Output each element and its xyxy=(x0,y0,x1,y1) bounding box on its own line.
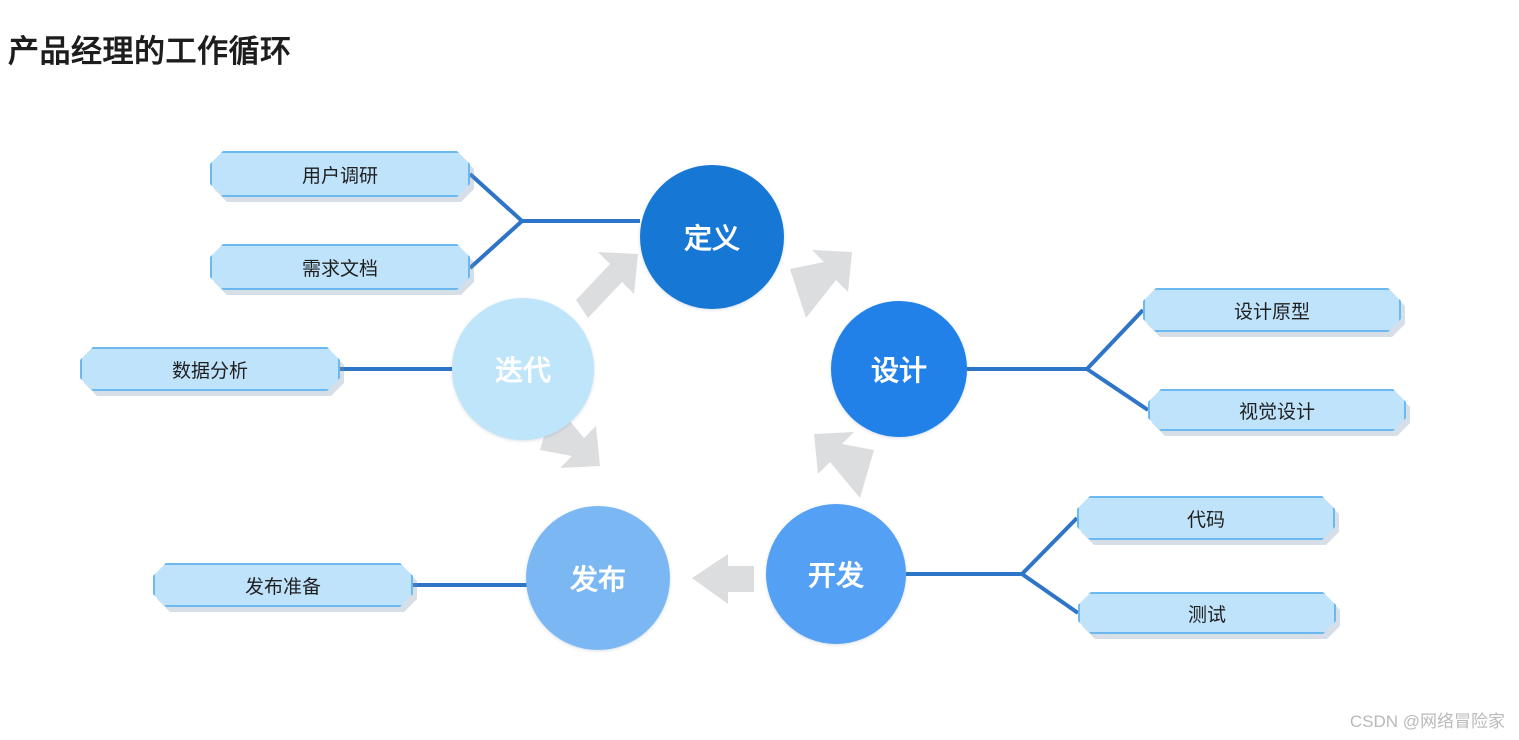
leaf-box-user-research-label: 用户调研 xyxy=(301,165,378,187)
connector-design-to-visual-design xyxy=(1085,367,1150,412)
cycle-node-design[interactable]: 设计 xyxy=(831,301,967,437)
leaf-box-data-analysis[interactable]: 数据分析 xyxy=(80,347,340,391)
cycle-node-release-label: 发布 xyxy=(569,564,626,595)
cycle-node-design-label: 设计 xyxy=(870,355,927,386)
cycle-arrow-iterate-to-define xyxy=(576,252,638,318)
connector-define-to-user-research xyxy=(468,172,524,223)
page-title: 产品经理的工作循环 xyxy=(8,34,292,69)
leaf-box-visual-design-label: 视觉设计 xyxy=(1238,401,1315,423)
cycle-node-define[interactable]: 定义 xyxy=(640,165,784,309)
leaf-box-code-label: 代码 xyxy=(1186,509,1225,531)
leaf-box-test[interactable]: 测试 xyxy=(1078,592,1336,634)
cycle-arrow-develop-to-release xyxy=(692,554,754,604)
cycle-arrow-design-to-develop xyxy=(814,432,874,498)
connector-design-to-prototype xyxy=(1085,308,1145,371)
connector-define-to-requirements-doc xyxy=(468,219,524,270)
leaf-box-data-analysis-label: 数据分析 xyxy=(171,360,248,382)
cycle-node-develop-label: 开发 xyxy=(807,560,864,591)
leaf-box-code[interactable]: 代码 xyxy=(1077,496,1335,540)
leaf-box-visual-design[interactable]: 视觉设计 xyxy=(1148,389,1406,431)
cycle-node-release[interactable]: 发布 xyxy=(526,506,670,650)
leaf-box-release-prep[interactable]: 发布准备 xyxy=(153,563,413,607)
leaf-box-design-prototype[interactable]: 设计原型 xyxy=(1143,288,1401,332)
leaf-box-design-prototype-label: 设计原型 xyxy=(1233,301,1310,323)
cycle-node-develop[interactable]: 开发 xyxy=(766,504,906,644)
connector-develop-to-code xyxy=(1020,516,1079,576)
leaf-box-user-research[interactable]: 用户调研 xyxy=(210,151,470,197)
cycle-arrow-define-to-design xyxy=(790,250,852,318)
leaf-box-requirements-doc-label: 需求文档 xyxy=(301,258,378,280)
cycle-node-iterate[interactable]: 迭代 xyxy=(452,298,594,440)
watermark: CSDN @网络冒险家 xyxy=(1349,712,1505,731)
cycle-node-define-label: 定义 xyxy=(683,223,740,254)
leaf-box-requirements-doc[interactable]: 需求文档 xyxy=(210,244,470,290)
leaf-box-test-label: 测试 xyxy=(1187,604,1226,626)
leaf-box-release-prep-label: 发布准备 xyxy=(244,576,321,598)
connector-develop-to-test xyxy=(1020,572,1080,615)
cycle-node-iterate-label: 迭代 xyxy=(494,355,551,386)
